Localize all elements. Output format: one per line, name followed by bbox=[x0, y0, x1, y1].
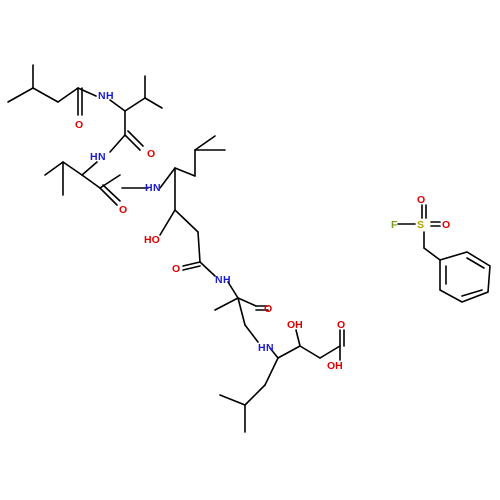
bond bbox=[197, 231, 201, 263]
bond bbox=[199, 261, 216, 277]
atom-label-h: H bbox=[106, 90, 114, 102]
atom-label-ho: HO bbox=[144, 234, 160, 246]
bond bbox=[244, 324, 259, 343]
atom-label-o: O bbox=[119, 204, 127, 216]
atom-label-n: N bbox=[215, 274, 223, 286]
atom-label-h: H bbox=[145, 182, 153, 194]
atom-label-h: H bbox=[90, 151, 98, 163]
atom-label-h: H bbox=[223, 274, 231, 286]
bond bbox=[57, 87, 79, 103]
peptide-molecule bbox=[7, 64, 345, 433]
aromatic-bond bbox=[466, 257, 485, 269]
benzene-ring bbox=[439, 251, 491, 303]
bond bbox=[44, 161, 64, 176]
bond bbox=[237, 297, 257, 307]
bond bbox=[219, 394, 246, 406]
atom-label-o: O bbox=[147, 148, 155, 160]
bond bbox=[7, 87, 34, 103]
bond bbox=[124, 134, 141, 151]
bond bbox=[269, 347, 279, 359]
bond bbox=[299, 345, 321, 359]
bond bbox=[159, 167, 176, 189]
atom-label-oh: OH bbox=[287, 319, 303, 331]
bond bbox=[109, 134, 126, 153]
bond bbox=[81, 174, 101, 189]
atom-label-n: N bbox=[153, 182, 161, 194]
atom-label-o: O bbox=[337, 319, 345, 331]
atom-label-o: O bbox=[75, 119, 83, 131]
bond bbox=[182, 261, 201, 267]
bond bbox=[237, 297, 246, 326]
bond bbox=[423, 247, 441, 261]
bond bbox=[77, 87, 97, 97]
bond bbox=[227, 281, 239, 299]
bond bbox=[99, 187, 118, 206]
bond bbox=[174, 209, 199, 233]
bond bbox=[182, 265, 201, 271]
bond bbox=[244, 384, 266, 406]
bond bbox=[264, 357, 279, 386]
bond bbox=[124, 97, 146, 112]
aromatic-bond bbox=[461, 289, 483, 297]
bond bbox=[277, 345, 301, 359]
bond bbox=[127, 130, 144, 147]
atom-label-h: H bbox=[258, 342, 266, 354]
atom-label-s: S bbox=[417, 219, 424, 231]
bond bbox=[194, 135, 216, 151]
atom-label-o: O bbox=[417, 194, 425, 206]
atom-label-f: F bbox=[391, 219, 398, 231]
bond bbox=[62, 161, 83, 176]
bond bbox=[81, 161, 98, 176]
atom-label-n: N bbox=[98, 90, 106, 102]
benzylsulfonyl-fluoride-molecule bbox=[397, 204, 491, 303]
bond bbox=[109, 99, 126, 112]
atom-label-o: O bbox=[264, 303, 272, 315]
atom-label-oh: OH bbox=[327, 360, 343, 372]
bond bbox=[214, 297, 239, 311]
bond bbox=[174, 167, 196, 177]
bond bbox=[159, 209, 176, 236]
bond bbox=[32, 87, 59, 103]
bond bbox=[144, 97, 163, 109]
atom-label-o: O bbox=[172, 263, 180, 275]
atom-labels: N H O H N O H N O HO O N H O H N OH O OH… bbox=[75, 90, 450, 372]
bond bbox=[102, 184, 121, 202]
atom-label-n: N bbox=[266, 342, 274, 354]
atom-label-n: N bbox=[98, 151, 106, 163]
atom-label-o: O bbox=[442, 219, 450, 231]
bond bbox=[319, 345, 341, 359]
bond bbox=[295, 329, 301, 347]
